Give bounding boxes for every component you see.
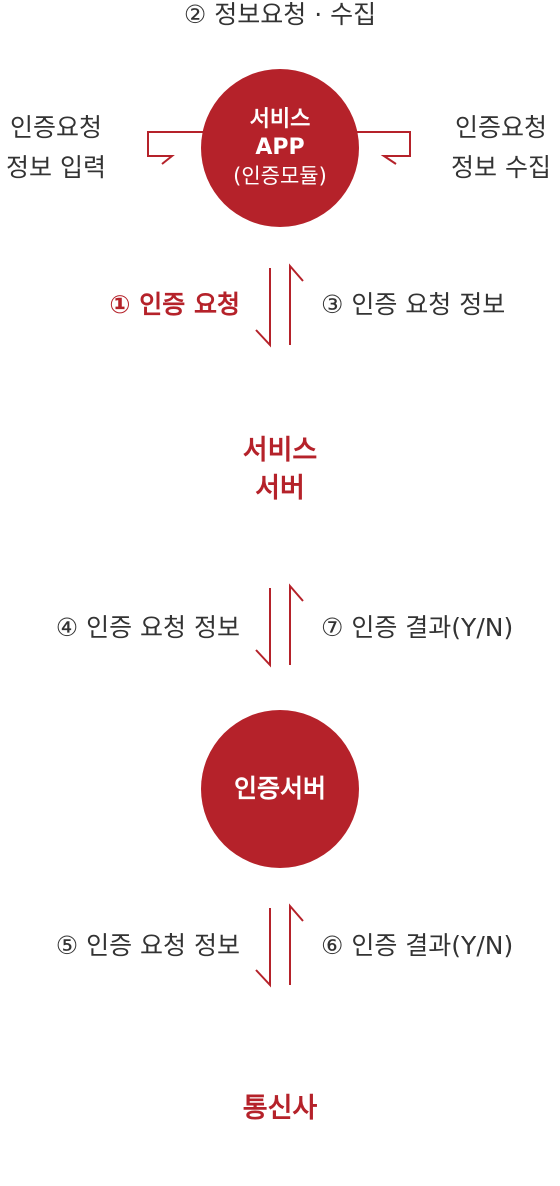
- collect-label-line2: 정보 수집: [451, 153, 551, 182]
- down-arrow-1: [255, 268, 271, 348]
- app-line1: 서비스: [249, 107, 311, 132]
- step1-label: ① 인증 요청: [109, 290, 240, 319]
- down-arrow-5: [255, 908, 271, 988]
- input-label-line1: 인증요청: [9, 113, 102, 142]
- service-server-label: 서비스 서버: [0, 432, 560, 508]
- up-arrow-6: [289, 903, 304, 985]
- up-arrow-3: [289, 263, 304, 345]
- app-line3: (인증모듈): [233, 164, 327, 188]
- input-label-line2: 정보 입력: [6, 153, 106, 182]
- service-app-circle: 서비스 APP (인증모듈): [201, 69, 359, 227]
- app-line2: APP: [255, 135, 305, 160]
- step3-label: ③ 인증 요청 정보: [321, 290, 506, 319]
- auth-server-circle: 인증서버: [201, 710, 359, 868]
- step5-label: ⑤ 인증 요청 정보: [55, 931, 240, 960]
- down-arrow-4: [255, 588, 271, 668]
- step2-label: ② 정보요청 · 수집: [183, 0, 377, 29]
- input-label: 인증요청 정보 입력: [0, 108, 112, 188]
- collect-label-line1: 인증요청: [454, 113, 547, 142]
- step6-label: ⑥ 인증 결과(Y/N): [321, 931, 514, 960]
- up-arrow-7: [289, 583, 304, 665]
- auth-server-label: 인증서버: [233, 774, 326, 803]
- left-input-arrow: [147, 131, 204, 165]
- service-server-line2: 서버: [255, 473, 305, 504]
- step7-label: ⑦ 인증 결과(Y/N): [321, 613, 514, 642]
- right-collect-arrow: [356, 131, 411, 165]
- telecom-label: 통신사: [242, 1093, 318, 1124]
- step4-label: ④ 인증 요청 정보: [55, 613, 240, 642]
- service-server-line1: 서비스: [242, 435, 318, 466]
- collect-label: 인증요청 정보 수집: [442, 108, 560, 188]
